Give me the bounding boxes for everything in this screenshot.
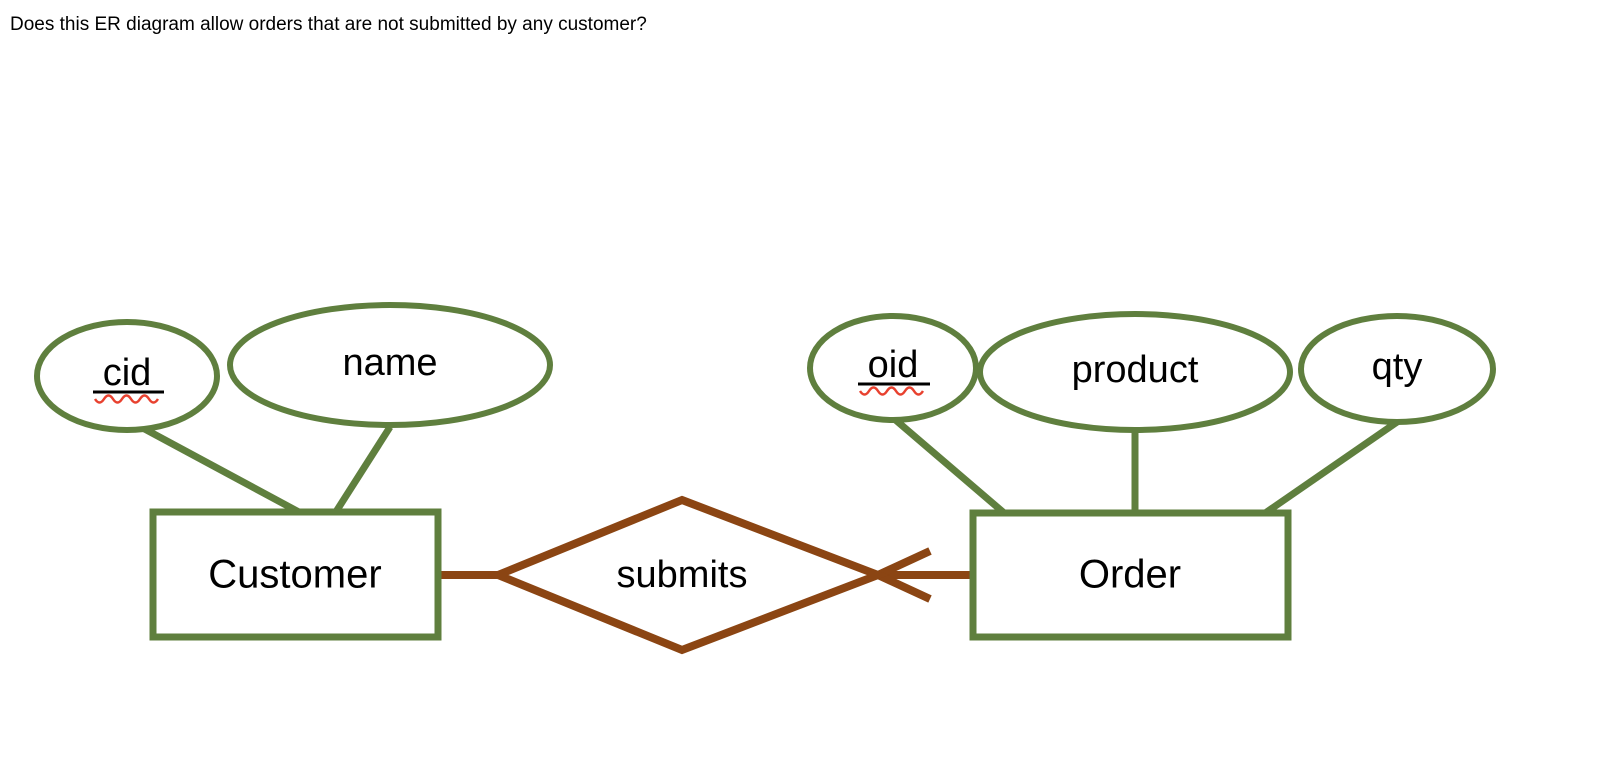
entity-order-label: Order: [1079, 553, 1181, 597]
attribute-product: [977, 311, 1293, 433]
entity-customer: [149, 508, 442, 641]
attribute-oid-spellcheck-squiggle: [858, 386, 925, 396]
relationship-submits-label: submits: [617, 554, 748, 596]
attribute-cid-label: cid: [103, 352, 152, 394]
attribute-name: [227, 302, 553, 428]
attribute-oid-label: oid: [868, 344, 919, 386]
connector-qty-to-order: [1256, 417, 1402, 521]
attribute-cid: [34, 319, 220, 433]
connector-oid-to-order: [875, 402, 1013, 521]
attribute-name-label: name: [342, 342, 437, 384]
attribute-qty: [1298, 313, 1496, 425]
entity-order: [969, 509, 1292, 641]
question-prompt: Does this ER diagram allow orders that a…: [10, 14, 647, 35]
attribute-cid-spellcheck-squiggle: [93, 394, 160, 404]
connector-name-to-customer: [329, 425, 393, 520]
attribute-qty-label: qty: [1372, 346, 1423, 388]
entity-customer-label: Customer: [208, 553, 381, 597]
attribute-product-label: product: [1072, 349, 1199, 391]
relationship-submits: [487, 495, 890, 655]
attribute-oid: [807, 313, 979, 423]
